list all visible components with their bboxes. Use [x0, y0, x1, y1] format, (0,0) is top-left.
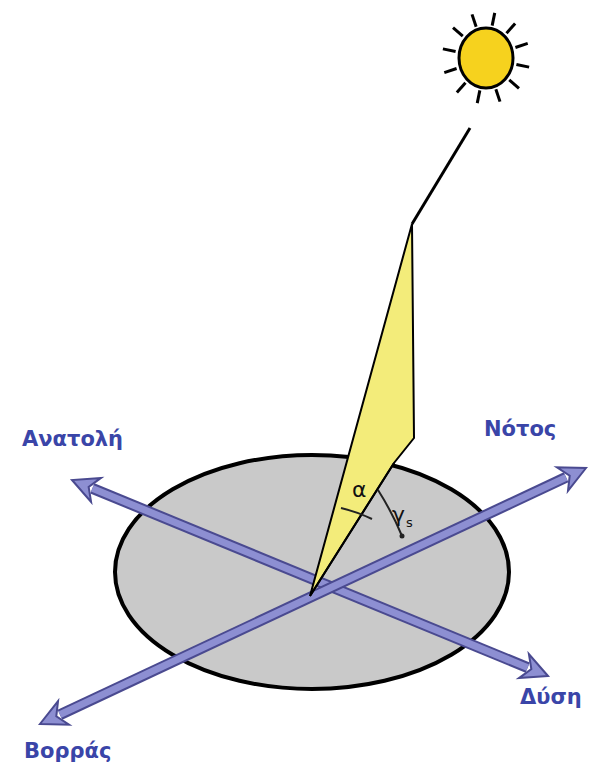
direction-label: Δύση [520, 686, 582, 709]
arrowhead [40, 701, 69, 725]
sun-ray [412, 128, 470, 224]
sun-ray-stroke [477, 90, 480, 103]
sun-ray-stroke [453, 28, 463, 37]
axis-line [92, 488, 527, 667]
sun-ray-stroke [492, 13, 495, 26]
ground-disc [115, 455, 509, 689]
sun-ray-stroke [507, 24, 516, 34]
angle-label: γ [392, 503, 405, 527]
direction-label: Βορράς [24, 740, 111, 763]
sun-ray-stroke [496, 89, 500, 101]
direction-label: Νότος [484, 418, 556, 441]
axis-line [60, 477, 566, 714]
angle-subscript: s [406, 516, 413, 530]
sun-triangle [310, 224, 414, 596]
sun-disc [459, 28, 513, 88]
sun-ray-stroke [472, 14, 476, 26]
arc-end [400, 534, 405, 539]
sun-ray-stroke [516, 65, 529, 68]
axis-outline [60, 477, 566, 714]
arrowhead [72, 478, 101, 502]
sun [443, 13, 529, 103]
projection-line [310, 463, 394, 596]
sun-ray-stroke [444, 68, 456, 72]
sun-ray-stroke [509, 80, 519, 89]
east-west-axis [72, 478, 548, 678]
north-south-axis [40, 467, 586, 724]
direction-label: Ανατολή [22, 428, 123, 451]
axis-outline [92, 488, 527, 667]
sun-ray-stroke [515, 43, 527, 47]
alpha-arc [341, 508, 372, 519]
angle-label: α [352, 478, 367, 502]
arrowhead [519, 654, 548, 678]
sun-ray-stroke [443, 49, 456, 52]
arrowhead [557, 467, 586, 491]
sun-ray-stroke [457, 83, 466, 93]
